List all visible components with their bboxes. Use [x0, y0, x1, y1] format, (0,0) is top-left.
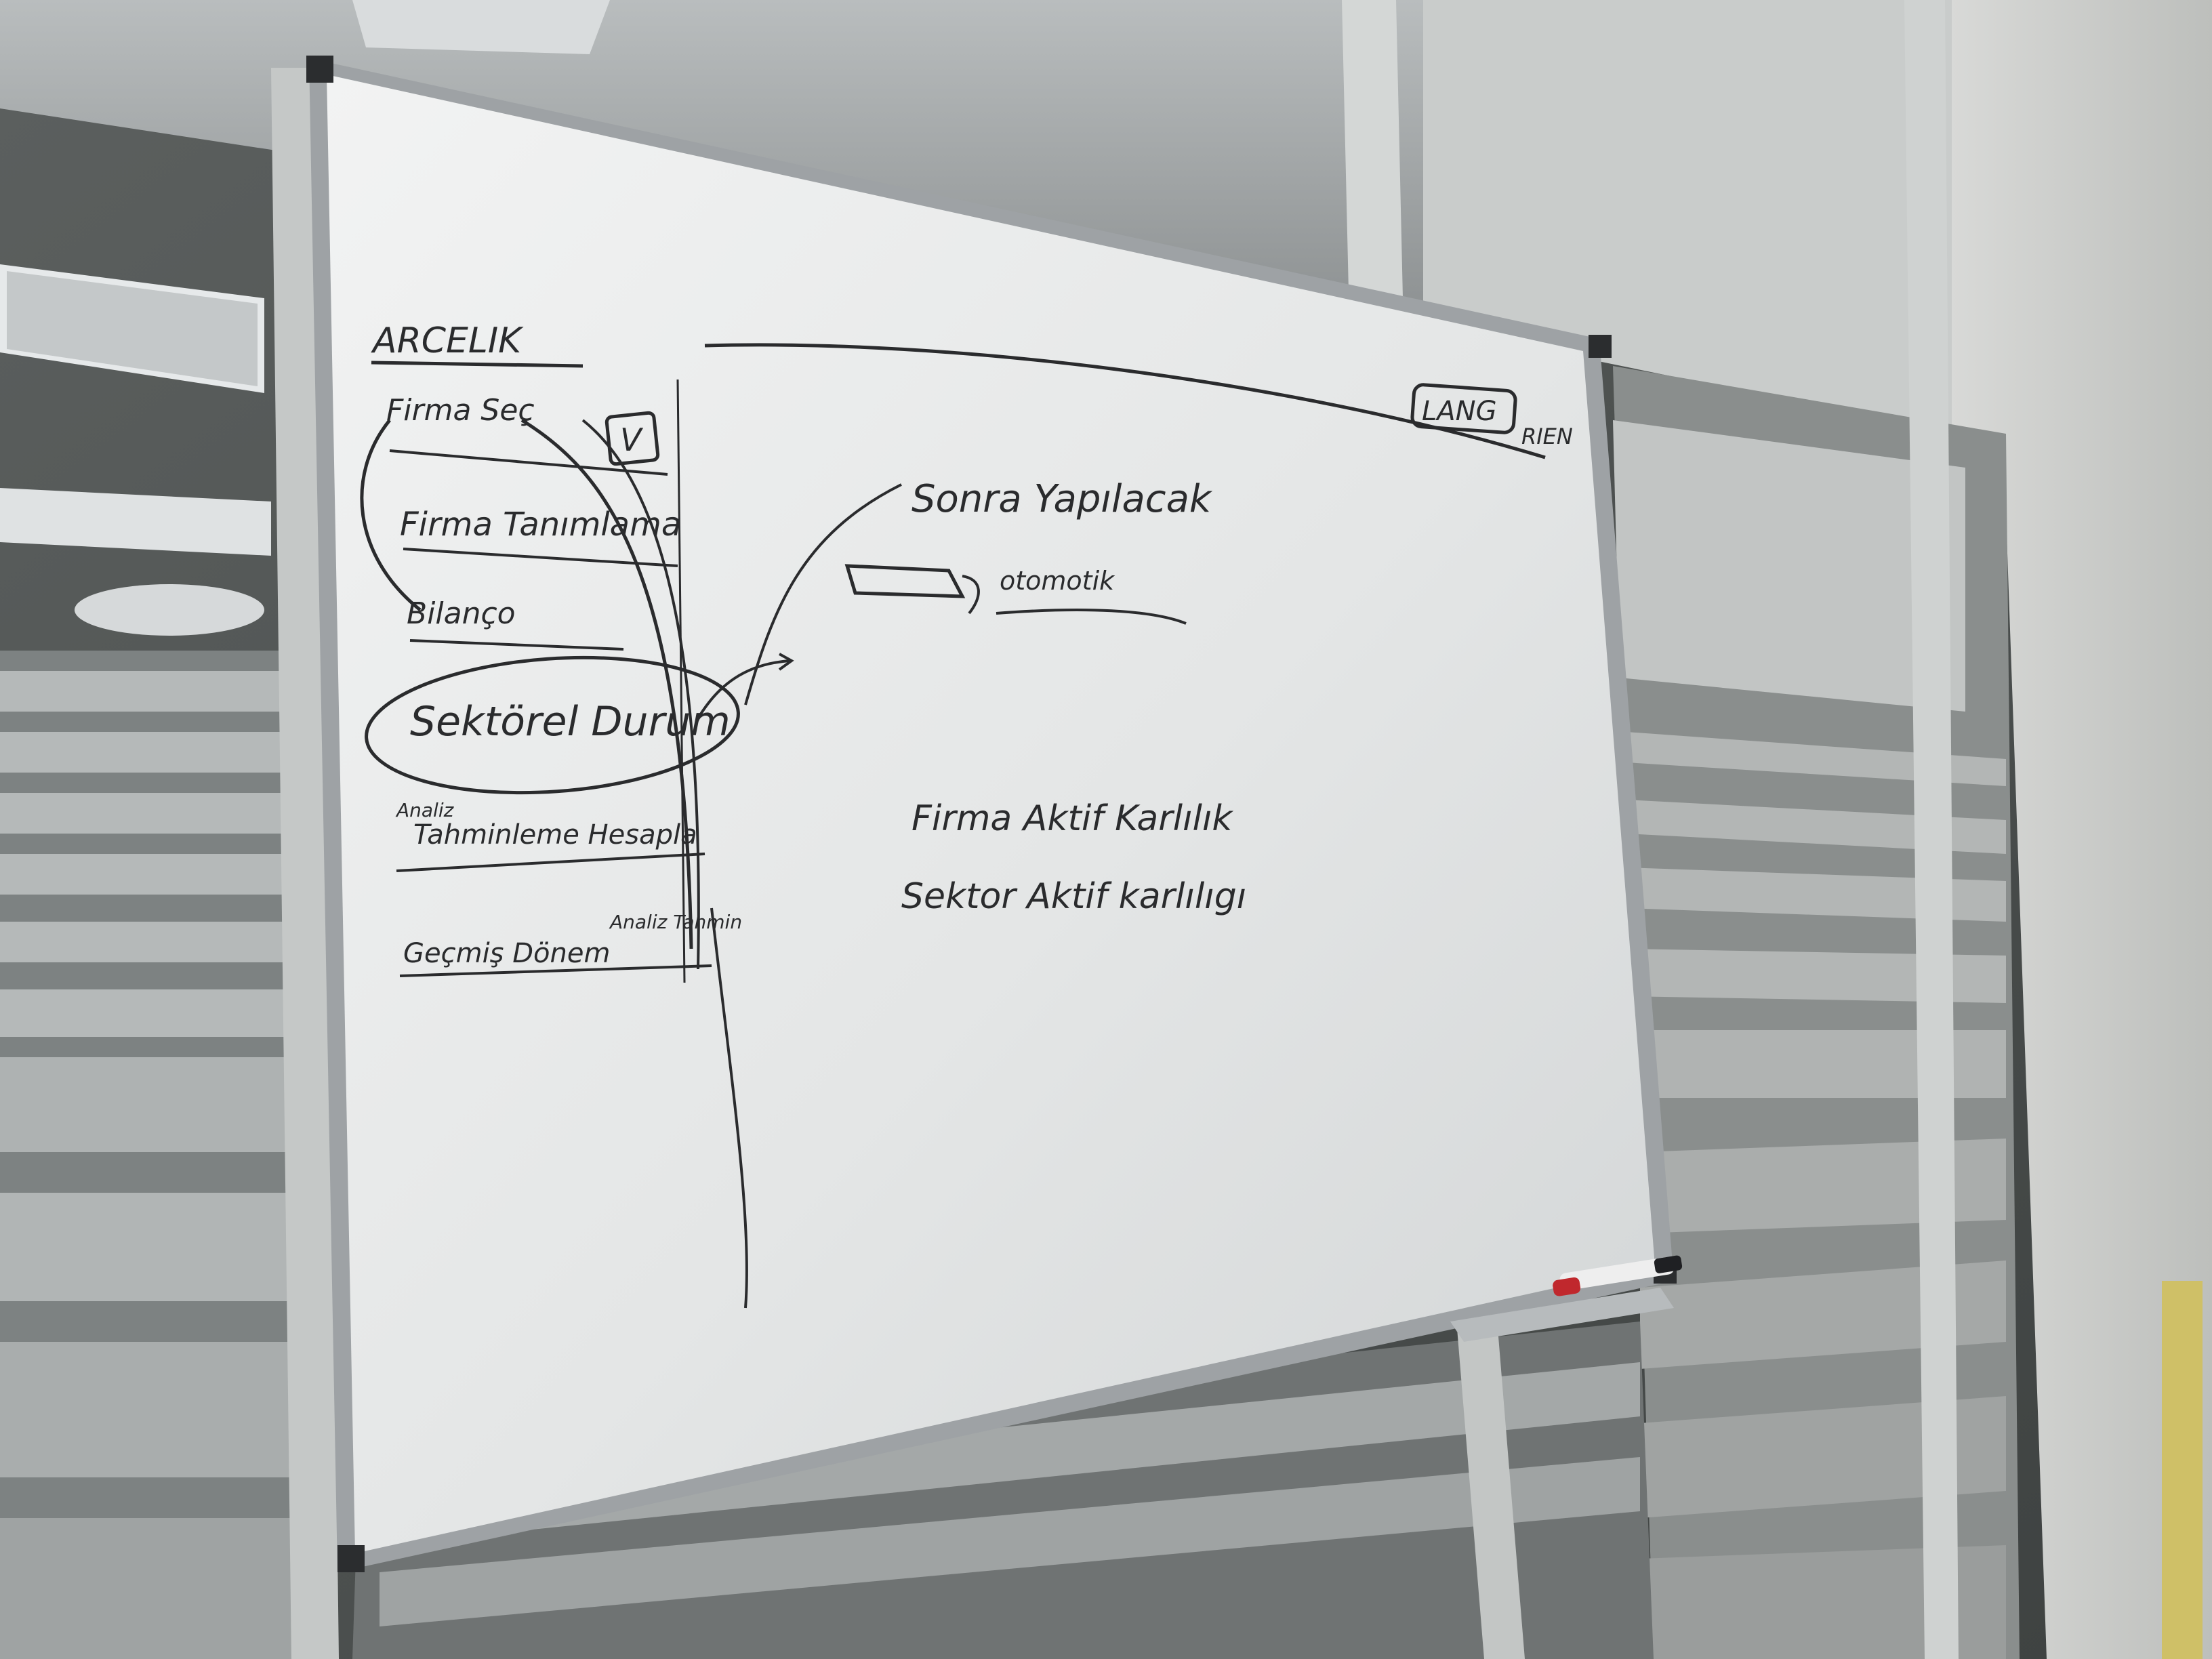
frame-corner	[1589, 335, 1612, 358]
frosted-glass-right	[1613, 0, 2020, 1659]
frosted-glass-bottom	[352, 1322, 1654, 1659]
side-note-analiz-tahmin: Analiz Tahmin	[609, 911, 742, 933]
left-item-tahminleme: Tahminleme Hesapla	[413, 819, 697, 851]
board-title: ARCELIK	[371, 321, 524, 361]
left-item-bilanco: Bilanço	[407, 596, 516, 631]
side-note-analiz: Analiz	[395, 799, 455, 821]
marker-tray	[1450, 1288, 1674, 1342]
top-right-lang: LANG	[1422, 396, 1497, 427]
whiteboard-surface	[327, 75, 1655, 1553]
left-item-firma-sec: Firma Seç	[386, 393, 535, 428]
frosted-glass-left	[0, 651, 298, 1659]
frame-corner	[306, 56, 333, 83]
ceiling-lights	[0, 0, 610, 636]
top-right-rien: RIEN	[1521, 424, 1573, 449]
right-wall	[1952, 0, 2212, 1659]
frame-corner	[337, 1545, 365, 1572]
handwriting: ARCELIK Firma Seç Firma Tanımlama Bilanç…	[360, 321, 1573, 1309]
upper-glass-right	[1423, 0, 1952, 434]
center-line-firma-aktif: Firma Aktif Karlılık	[912, 798, 1233, 839]
note-sonra-yapilacak: Sonra Yapılacak	[912, 477, 1213, 521]
yellow-object	[2162, 1281, 2203, 1659]
checkbox-mark: V	[620, 422, 644, 458]
note-otomotik: otomotik	[1000, 566, 1115, 596]
marker	[1553, 1255, 1683, 1296]
left-item-gecmis-donem: Geçmiş Dönem	[403, 938, 610, 969]
top-mullion	[1342, 0, 1403, 298]
center-line-sektor-aktif: Sektor Aktif karlılıgı	[901, 876, 1246, 917]
left-item-firma-tanimlama: Firma Tanımlama	[400, 506, 681, 544]
